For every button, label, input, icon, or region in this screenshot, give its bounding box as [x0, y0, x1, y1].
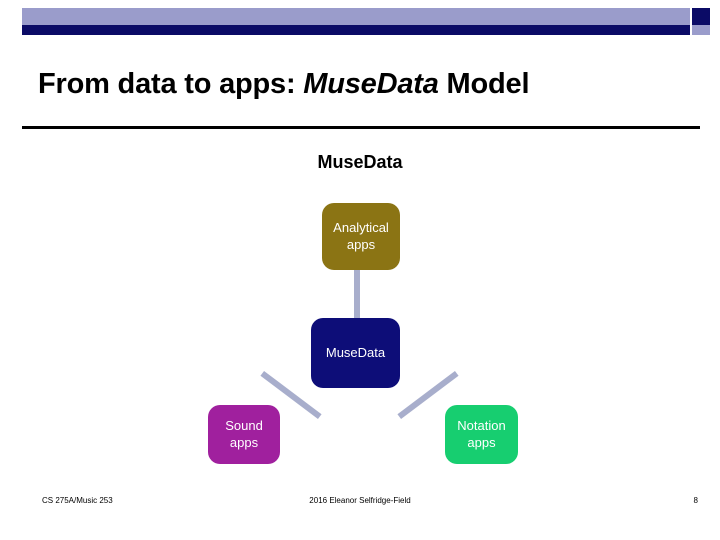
- node-analytical-apps-line1: Analytical: [333, 220, 389, 236]
- footer-page-number: 8: [693, 496, 698, 505]
- node-sound-apps-line1: Sound: [225, 418, 263, 434]
- node-notation-apps-line1: Notation: [457, 418, 506, 434]
- node-analytical-apps-line2: apps: [346, 236, 376, 252]
- banner-accent-square-light: [692, 25, 710, 35]
- title-divider: [22, 126, 700, 129]
- footer-course: CS 275A/Music 253: [42, 496, 113, 505]
- node-notation-apps-line2: apps: [467, 434, 496, 450]
- page-title-prefix: From data to apps:: [38, 68, 304, 100]
- page-title-emphasis: MuseData: [303, 68, 439, 100]
- page-title-suffix: Model: [438, 68, 530, 100]
- banner-bar-dark: [22, 25, 690, 35]
- node-musedata[interactable]: MuseData: [311, 318, 400, 388]
- banner-accent-square-dark: [692, 8, 710, 25]
- banner-bar-light: [22, 8, 690, 25]
- node-sound-apps-line2: apps: [229, 434, 259, 450]
- page-title: From data to apps: MuseData Model: [38, 68, 698, 101]
- connector-analytical-to-musedata: [354, 268, 360, 322]
- diagram-heading: MuseData: [317, 152, 403, 172]
- footer-credit: 2016 Eleanor Selfridge-Field: [309, 496, 411, 505]
- node-musedata-label: MuseData: [325, 344, 386, 360]
